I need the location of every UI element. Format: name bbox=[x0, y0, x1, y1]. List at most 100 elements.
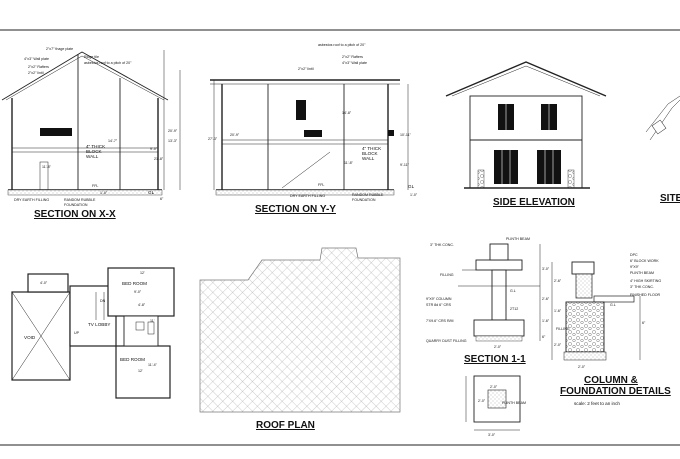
column-title-line1: COLUMN & bbox=[584, 375, 638, 386]
yy-note-1: 2"x2" Rafters bbox=[342, 55, 363, 59]
s11-note-7: 7'X9.6" CRS R/M bbox=[426, 319, 454, 323]
col-note-1: 6" BLOCK WORK bbox=[630, 259, 659, 263]
xx-dim-0: 20'-9" bbox=[168, 129, 178, 133]
roof-plan-title: ROOF PLAN bbox=[256, 420, 315, 431]
column-title-line2: FOUNDATION DETAILS bbox=[560, 386, 671, 397]
yy-dim-2: 14'-8" bbox=[342, 111, 352, 115]
yy-dim-1: 20'-9" bbox=[230, 133, 240, 137]
col-dim-4: 2'-0" bbox=[578, 365, 586, 369]
yy-note-9: FOUNDATION bbox=[352, 198, 376, 202]
yy-dim-0: 27'-3" bbox=[208, 137, 218, 141]
s11-note-4: 9"X9" COLUMN bbox=[426, 297, 452, 301]
xx-note-7: BLOCK bbox=[86, 149, 103, 154]
column-foundation-drawing bbox=[551, 261, 641, 361]
xx-note-5: 2"x2" lintil bbox=[28, 71, 44, 75]
xx-note-11: FOUNDATION bbox=[64, 203, 88, 207]
section-yy-title: SECTION ON Y-Y bbox=[255, 204, 336, 215]
room-bedroom-2: BED ROOM bbox=[120, 357, 145, 362]
section-1-1-drawing bbox=[458, 243, 541, 342]
yy-note-7: DRY EARTH FILLING bbox=[290, 194, 325, 198]
yy-dim-4: 10'-11" bbox=[400, 133, 412, 137]
s11-note-3: G.L bbox=[510, 289, 516, 293]
xx-note-4: 2"x2" Rafters bbox=[28, 65, 49, 69]
xx-note-9: DRY EARTH FILLING bbox=[14, 198, 49, 202]
yy-note-11: GL bbox=[408, 184, 415, 189]
xx-note-8: WALL bbox=[86, 154, 99, 159]
yy-note-3: 2"x2" lintil bbox=[298, 67, 314, 71]
plinth-label: PLINTH BEAM bbox=[502, 401, 526, 405]
fp-mark-4: 4'-8" bbox=[138, 303, 146, 307]
s11-note-1: 3" THK CONC. bbox=[430, 243, 454, 247]
col-dim-2: 2'-0" bbox=[554, 343, 562, 347]
col-note-0: DPC bbox=[630, 253, 638, 257]
s11-note-0: PLINTH BEAM bbox=[506, 237, 530, 241]
s11-note-6: 2T12 bbox=[510, 307, 518, 311]
side-elevation-title: SIDE ELEVATION bbox=[493, 197, 575, 208]
plinth-dim-0: 2'-0" bbox=[490, 385, 498, 389]
col-dim-0: 2'-6" bbox=[554, 279, 562, 283]
s11-dim-0: 3'-0" bbox=[542, 267, 550, 271]
column-scale: scale: 2 feet to an inch bbox=[574, 401, 620, 406]
fp-mark-3: 11' bbox=[150, 319, 155, 323]
fp-mark-2: 9'-0" bbox=[134, 290, 142, 294]
xx-dim-5: 21'-8" bbox=[154, 157, 164, 161]
col-note-8: G.L bbox=[610, 303, 616, 307]
yy-note-5: BLOCK bbox=[362, 151, 379, 156]
xx-note-12: FFL bbox=[92, 184, 98, 188]
col-note-6: FINISHED FLOOR bbox=[630, 293, 661, 297]
yy-note-6: WALL bbox=[362, 156, 375, 161]
fp-mark-up: UP bbox=[74, 331, 80, 335]
xx-note-13: GL bbox=[148, 190, 155, 195]
col-note-5: 3" THK CONC. bbox=[630, 285, 654, 289]
col-note-3: PLINTH BEAM bbox=[630, 271, 654, 275]
xx-note-6: 4" THICK bbox=[86, 144, 106, 149]
col-note-7: FILLING bbox=[556, 327, 570, 331]
window-opening bbox=[40, 128, 72, 136]
plinth-dim-2: 2'-0" bbox=[478, 399, 486, 403]
roof-plan-drawing bbox=[199, 247, 401, 413]
fp-mark-6: 12' bbox=[140, 271, 145, 275]
s11-dim-3: 6" bbox=[542, 335, 546, 339]
xx-note-1: 4"x3" Wall plate bbox=[24, 57, 49, 61]
xx-dim-2: 11'-8" bbox=[42, 165, 52, 169]
s11-note-8: QUARRY DUST FILLING bbox=[426, 339, 467, 343]
room-void: VOID bbox=[24, 335, 36, 340]
s11-dim-4: 2'-0" bbox=[494, 345, 502, 349]
section-1-1-title: SECTION 1-1 bbox=[464, 354, 526, 365]
col-dim-3: 6" bbox=[642, 321, 646, 325]
col-note-2: 9"X9" bbox=[630, 265, 640, 269]
fp-mark-8: 4'-0" bbox=[40, 281, 48, 285]
fp-mark-7: 12' bbox=[138, 369, 143, 373]
room-bedroom-1: BED ROOM bbox=[122, 281, 147, 286]
yy-note-4: 4" THICK bbox=[362, 146, 382, 151]
yy-dim-3: 11'-8" bbox=[344, 161, 354, 165]
plinth-dim-1: 3'-0" bbox=[488, 433, 496, 437]
yy-note-8: RANDOM RUBBLE bbox=[352, 193, 384, 197]
yy-note-10: FFL bbox=[318, 183, 324, 187]
xx-dim-7: 6" bbox=[160, 197, 164, 201]
xx-note-3: asbestos roof to a pitch of 20" bbox=[84, 61, 132, 65]
yy-note-2: 4"x3" Wall plate bbox=[342, 61, 367, 65]
xx-note-0: 2"x7" thage plate bbox=[46, 47, 73, 51]
yy-dim-6: 1'-0" bbox=[410, 193, 418, 197]
room-tv-lobby: TV LOBBY bbox=[88, 322, 110, 327]
floor-plan-drawing bbox=[11, 267, 175, 399]
yy-dim-5: 9'-11" bbox=[400, 163, 410, 167]
site-title: SITE bbox=[660, 193, 680, 204]
xx-dim-3: 14'-7" bbox=[108, 139, 118, 143]
fp-mark-dn: DN bbox=[100, 299, 106, 303]
s11-dim-2: 1'-6" bbox=[542, 319, 550, 323]
col-note-4: 4" HIGH SKIRTING bbox=[630, 279, 661, 283]
section-xx-drawing bbox=[1, 50, 181, 196]
xx-note-10: RANDOM RUBBLE bbox=[64, 198, 96, 202]
plinth-beam-plan-drawing bbox=[465, 375, 521, 431]
site-plan-fragment bbox=[645, 95, 680, 141]
xx-dim-6: 1'-0" bbox=[100, 191, 108, 195]
xx-dim-1: 9'-0" bbox=[150, 147, 158, 151]
side-elevation-drawing bbox=[445, 61, 607, 189]
xx-dim-4: 13'-3" bbox=[168, 139, 178, 143]
s11-note-2: FILLING bbox=[440, 273, 454, 277]
section-yy-drawing bbox=[210, 79, 409, 196]
yy-note-0: asbestos roof to a pitch of 20" bbox=[318, 43, 366, 47]
